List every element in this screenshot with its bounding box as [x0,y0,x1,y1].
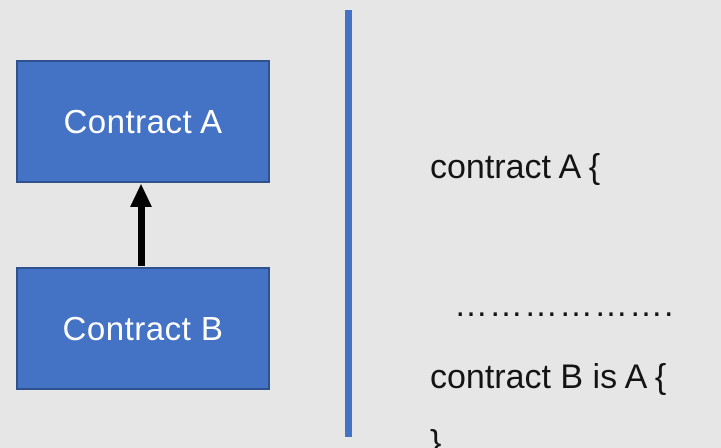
arrow-shaft [137,205,145,266]
inheritance-arrow [128,184,154,266]
code-line-a-body: ………………. [454,286,675,324]
contract-b-box: Contract B [16,267,270,390]
contract-b-label: Contract B [62,309,224,347]
contract-a-box: Contract A [16,60,270,183]
arrow-head-icon [130,184,152,207]
code-block-contract-a: contract A { ………………. } [430,52,715,448]
code-line-b-open: contract B is A { [430,358,667,396]
code-line-a-close: } [430,424,442,448]
contract-a-label: Contract A [63,102,223,140]
code-block-contract-b: contract B is A { ………….. } [430,262,715,448]
vertical-divider [345,10,352,437]
code-line-a-open: contract A { [430,148,601,186]
